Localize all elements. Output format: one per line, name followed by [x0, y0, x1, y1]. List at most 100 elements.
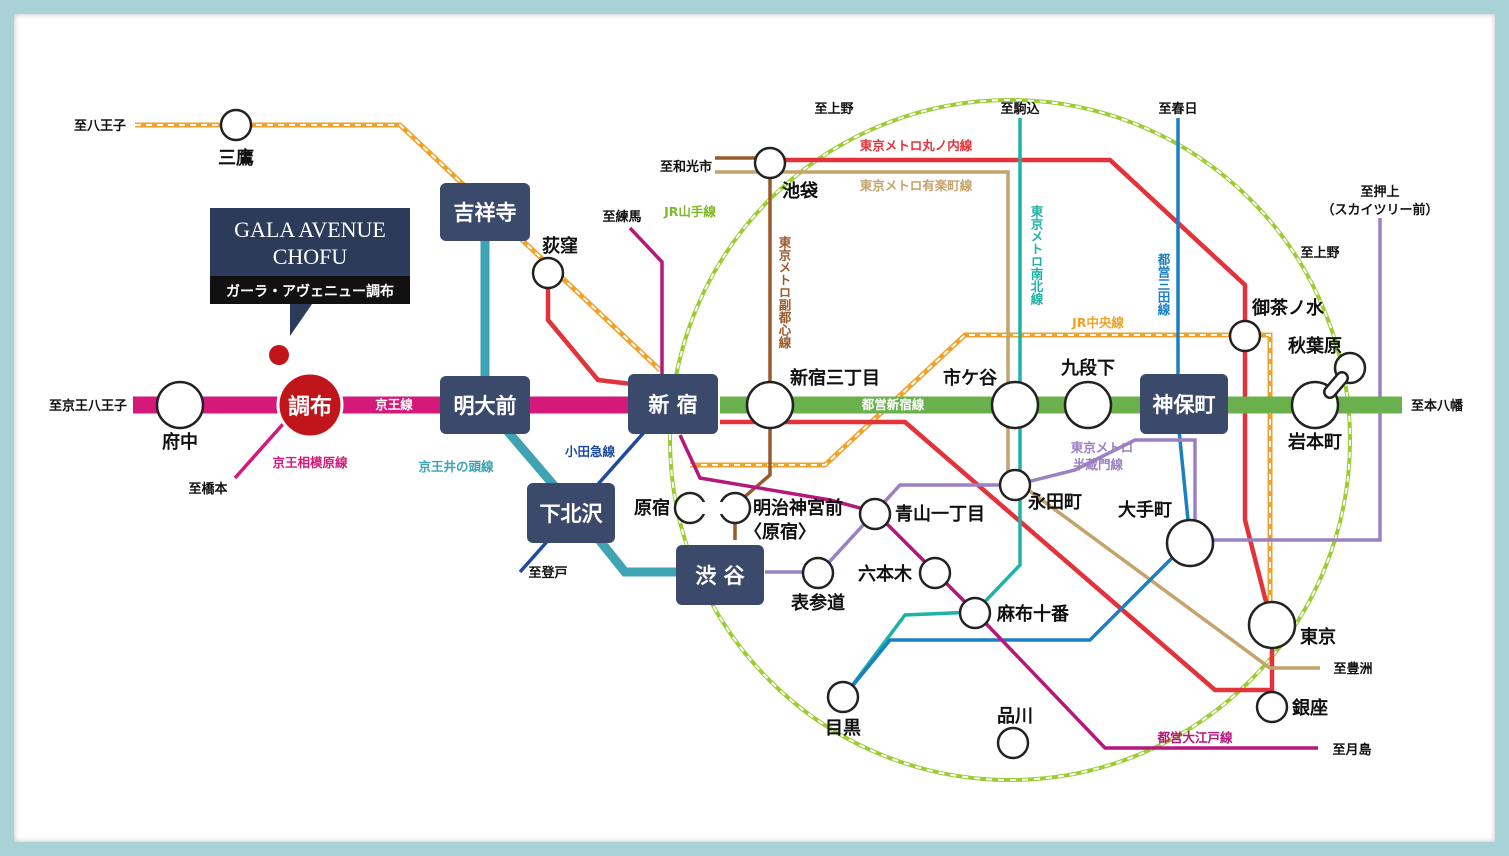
akihabara-connector	[1325, 373, 1347, 397]
dir-noborito: 至登戸	[528, 565, 567, 581]
kichijoji-box[interactable]	[440, 183, 530, 241]
omotesando-station-marker[interactable]	[801, 556, 835, 590]
mitaka-label: 三鷹	[218, 147, 254, 169]
property-name-en-1: GALA AVENUE	[234, 217, 386, 242]
major-station-boxes	[440, 183, 1228, 605]
toei-shinjuku-label: 都営新宿線	[861, 397, 925, 412]
property-name-en-2: CHOFU	[273, 244, 348, 269]
fukutoshin-label: 東京メトロ副都心線	[777, 235, 792, 349]
ogikubo-label: 荻窪	[542, 235, 578, 257]
harajuku-label: 原宿	[634, 497, 670, 519]
aoyama-itchome-label: 青山一丁目	[895, 504, 985, 525]
property-location-dot	[269, 345, 289, 365]
chofu-station-marker[interactable]	[276, 371, 344, 439]
ikebukuro-station-marker[interactable]	[753, 146, 787, 180]
ogikubo-station-marker[interactable]	[531, 256, 565, 290]
map-frame	[14, 14, 1495, 842]
dir-ueno-top: 至上野	[814, 102, 853, 117]
fuchu-label: 府中	[162, 431, 198, 453]
dir-tsukishima: 至月島	[1332, 742, 1371, 758]
tokyo-label: 東京	[1300, 626, 1336, 648]
shinjuku-sanchome-station-marker[interactable]	[745, 380, 795, 430]
mita-line	[843, 118, 1192, 697]
chuo-label: JR中央線	[1071, 315, 1124, 330]
meiji-jingumae-sub-label: 〈原宿〉	[744, 521, 816, 543]
roppongi-station-marker[interactable]	[918, 556, 952, 590]
omotesando-label: 表参道	[791, 592, 845, 614]
kudanshita-label: 九段下	[1060, 357, 1115, 379]
yurakucho-label: 東京メトロ有楽町線	[860, 178, 973, 193]
iwamotocho-label: 岩本町	[1287, 431, 1342, 453]
dir-hachioji: 至八王子	[74, 119, 126, 134]
dir-kasuga: 至春日	[1158, 101, 1197, 117]
chuo-line-east	[690, 332, 1273, 625]
ichigaya-station-marker[interactable]	[990, 380, 1040, 430]
tokyo-station-marker[interactable]	[1247, 600, 1297, 650]
kudanshita-station-marker[interactable]	[1063, 380, 1113, 430]
meguro-station-marker[interactable]	[826, 680, 860, 714]
meidaimae-box[interactable]	[440, 376, 530, 434]
shibuya-label: 渋 谷	[695, 564, 745, 588]
shimokitazawa-label: 下北沢	[540, 502, 604, 526]
ikebukuro-label: 池袋	[782, 180, 819, 202]
oedo-line	[628, 226, 1318, 750]
station-circles	[155, 108, 1367, 760]
property-callout	[210, 208, 410, 336]
shibuya-box[interactable]	[676, 545, 764, 605]
chofu-label: 調布	[288, 394, 332, 420]
shinagawa-label: 品川	[997, 706, 1033, 727]
hanzomon-label-2: 半蔵門線	[1073, 457, 1124, 472]
ginza-station-marker[interactable]	[1255, 690, 1289, 724]
dir-hashimoto: 至橋本	[188, 481, 227, 497]
shinagawa-station-marker[interactable]	[996, 726, 1030, 760]
dir-ueno-right: 至上野	[1300, 246, 1339, 261]
ochanomizu-label: 御茶ノ水	[1251, 297, 1325, 319]
roppongi-label: 六本木	[858, 563, 913, 585]
azabu-juban-label: 麻布十番	[996, 603, 1070, 625]
jimbocho-box[interactable]	[1140, 374, 1228, 434]
ichigaya-label: 市ケ谷	[943, 367, 998, 389]
dir-skytree: （スカイツリー前）	[1321, 202, 1438, 218]
jimbocho-label: 神保町	[1153, 393, 1216, 417]
dir-komagome: 至駒込	[1000, 101, 1040, 117]
shinjuku-box[interactable]	[628, 374, 718, 434]
marunouchi-label: 東京メトロ丸ノ内線	[860, 138, 973, 153]
harajuku-connector	[698, 502, 728, 514]
yamanote-label: JR山手線	[663, 204, 716, 219]
otemachi-label: 大手町	[1118, 499, 1172, 521]
akihabara-label: 秋葉原	[1288, 335, 1342, 357]
fuchu-station-marker[interactable]	[155, 380, 205, 430]
ochanomizu-station-marker[interactable]	[1228, 319, 1262, 353]
dir-motoyawata: 至本八幡	[1411, 398, 1463, 414]
otemachi-station-marker[interactable]	[1165, 518, 1215, 568]
nagatacho-station-marker[interactable]	[998, 468, 1032, 502]
meidaimae-label: 明大前	[454, 394, 517, 418]
yamanote-line	[668, 98, 1352, 782]
dir-keio-hachioji: 至京王八王子	[49, 398, 127, 414]
hanzomon-label-1: 東京メトロ	[1071, 440, 1134, 455]
oedo-label: 都営大江戸線	[1156, 730, 1233, 745]
odakyu-label: 小田急線	[564, 444, 616, 459]
dir-nerima: 至練馬	[602, 209, 641, 225]
shinjuku-label: 新 宿	[648, 393, 697, 417]
property-name-ja: ガーラ・アヴェニュー調布	[226, 283, 394, 300]
ginza-label: 銀座	[1292, 697, 1328, 719]
mitaka-station-marker[interactable]	[219, 108, 253, 142]
keio-sagamihara-label: 京王相模原線	[272, 455, 348, 470]
kichijoji-label: 吉祥寺	[454, 201, 517, 225]
shinjuku-sanchome-label: 新宿三丁目	[790, 367, 880, 389]
dir-oshiage: 至押上	[1360, 184, 1399, 200]
aoyama-itchome-station-marker[interactable]	[858, 497, 892, 531]
inokashira-label: 京王井の頭線	[418, 459, 494, 474]
dir-wakoshi: 至和光市	[660, 159, 712, 175]
dir-toyosu: 至豊洲	[1333, 661, 1372, 677]
mita-label: 都営三田線	[1156, 252, 1171, 316]
keio-line-label: 京王線	[375, 397, 413, 412]
nagatacho-label: 永田町	[1027, 491, 1082, 513]
nanboku-label: 東京メトロ南北線	[1029, 204, 1044, 306]
meguro-label: 目黒	[825, 718, 861, 739]
shimokitazawa-box[interactable]	[527, 483, 615, 543]
meiji-jingumae-label: 明治神宮前	[753, 497, 843, 519]
azabu-juban-station-marker[interactable]	[958, 596, 992, 630]
